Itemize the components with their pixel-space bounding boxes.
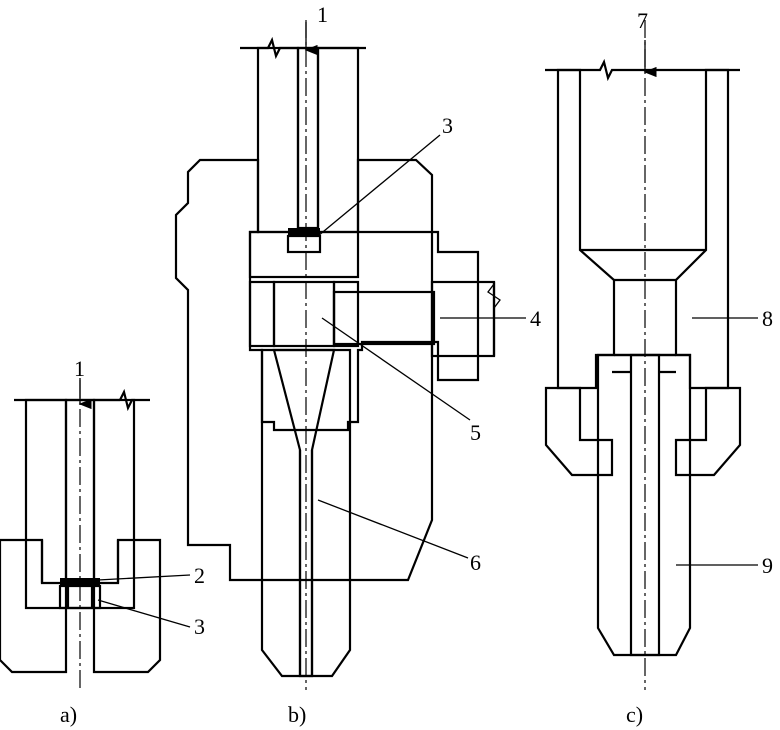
panel-a: 1 2 3 a) [0, 356, 205, 727]
panel-b: 1 3 4 5 6 b) [174, 2, 541, 727]
label-c-9: 9 [762, 553, 773, 578]
label-b-3: 3 [442, 113, 453, 138]
focusing-tube [260, 348, 352, 678]
label-a-3: 3 [194, 614, 205, 639]
break-line [14, 388, 150, 412]
upper-tube-right [316, 46, 360, 234]
caption-c: c) [626, 702, 643, 727]
tube-left-wall [24, 398, 68, 610]
tube-right-wall [92, 398, 136, 610]
abrasive-feed-tube [430, 280, 496, 358]
caption-a: a) [60, 702, 77, 727]
side-inlet [332, 290, 436, 346]
label-b-6: 6 [470, 550, 481, 575]
label-a-1: 1 [74, 356, 85, 381]
panel-c: 7 8 9 c) [544, 8, 773, 727]
body-left-wall [556, 68, 616, 390]
label-c-8: 8 [762, 306, 773, 331]
focusing-tube-c [596, 353, 692, 657]
housing-body [174, 158, 480, 582]
caption-b: b) [288, 702, 306, 727]
label-b-1: 1 [317, 2, 328, 27]
retaining-nut [544, 386, 614, 477]
abrasive-channel-b [296, 46, 320, 230]
break-line-b [240, 36, 366, 60]
label-a-2: 2 [194, 563, 205, 588]
label-c-7: 7 [637, 8, 648, 33]
label-b-4: 4 [530, 306, 541, 331]
upper-tube-left [256, 46, 300, 234]
orifice-jewel [60, 578, 100, 586]
orifice-jewel-b [288, 228, 320, 236]
label-b-5: 5 [470, 420, 481, 445]
body-right-wall [674, 68, 730, 390]
mixing-chamber [272, 280, 336, 348]
break-line-c [545, 58, 740, 82]
orifice-plate [248, 230, 360, 279]
